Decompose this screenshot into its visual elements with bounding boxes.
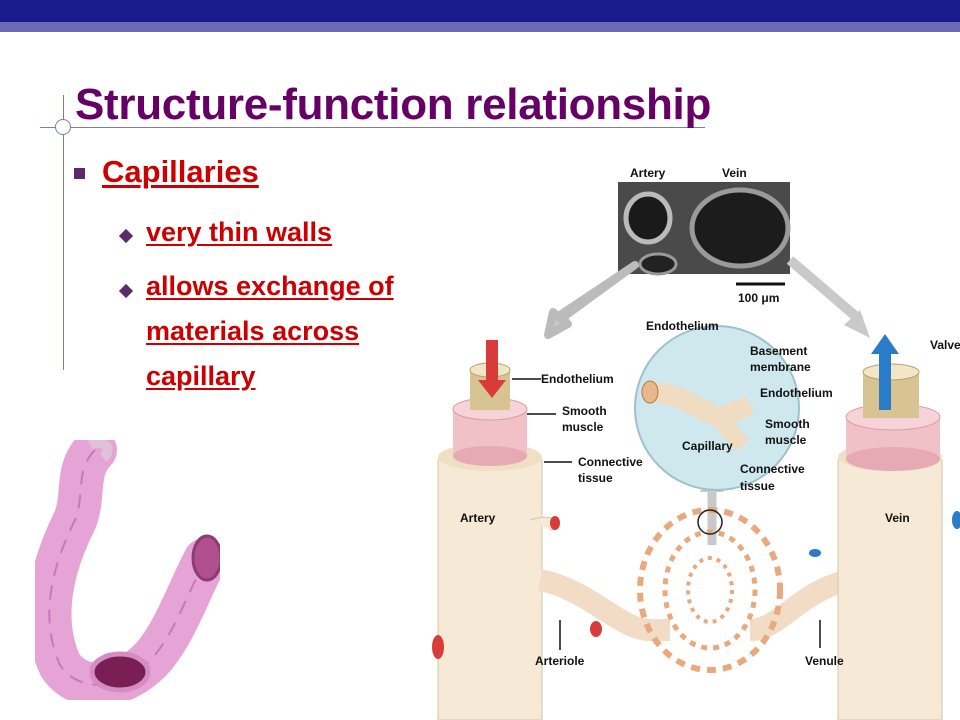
- label-artery: Artery: [460, 511, 496, 525]
- subbullet-exchange-line1[interactable]: allows exchange of: [146, 271, 394, 301]
- label-connective-left-2: tissue: [578, 471, 613, 485]
- bullet-capillaries[interactable]: Capillaries: [102, 154, 259, 189]
- label-smooth-left-1: Smooth: [562, 404, 607, 418]
- label-smooth-left-2: muscle: [562, 420, 604, 434]
- label-smooth-right-1: Smooth: [765, 417, 810, 431]
- square-bullet-icon: [74, 168, 85, 179]
- top-banner-accent: [0, 22, 960, 32]
- label-capillary: Capillary: [682, 439, 733, 453]
- subbullet-thin-walls[interactable]: very thin walls: [146, 217, 333, 247]
- label-vein: Vein: [885, 511, 910, 525]
- subbullet-exchange-line3[interactable]: capillary: [146, 361, 256, 391]
- label-smooth-right-2: muscle: [765, 433, 807, 447]
- subbullet-exchange-line2[interactable]: materials across: [146, 316, 360, 346]
- title-rule-vertical: [63, 95, 64, 370]
- label-endothelium-left: Endothelium: [541, 372, 614, 386]
- micrograph-artery-label: Artery: [630, 166, 666, 180]
- micrograph-vein-label: Vein: [722, 166, 747, 180]
- label-basement-2: membrane: [750, 360, 811, 374]
- title-rule-horizontal: [40, 127, 705, 128]
- label-valve: Valve: [930, 338, 960, 352]
- top-banner: [0, 0, 960, 22]
- label-endothelium-right: Endothelium: [760, 386, 833, 400]
- capillary-tube-illustration: [35, 440, 220, 700]
- label-connective-right-2: tissue: [740, 479, 775, 493]
- diamond-bullet-icon: [118, 228, 134, 244]
- rule-crosshair-icon: [55, 119, 71, 135]
- label-capillary-endothelium: Endothelium: [646, 319, 719, 333]
- label-connective-right-1: Connective: [740, 462, 805, 476]
- label-arteriole: Arteriole: [535, 654, 585, 668]
- blood-vessel-diagram: Artery Vein 100 μm Endothelium Smooth mu: [432, 166, 960, 720]
- label-connective-left-1: Connective: [578, 455, 643, 469]
- diamond-bullet-icon: [118, 283, 134, 299]
- label-venule: Venule: [805, 654, 844, 668]
- slide-title: Structure-function relationship: [75, 80, 712, 129]
- label-basement-1: Basement: [750, 344, 807, 358]
- scale-bar-label: 100 μm: [738, 291, 779, 305]
